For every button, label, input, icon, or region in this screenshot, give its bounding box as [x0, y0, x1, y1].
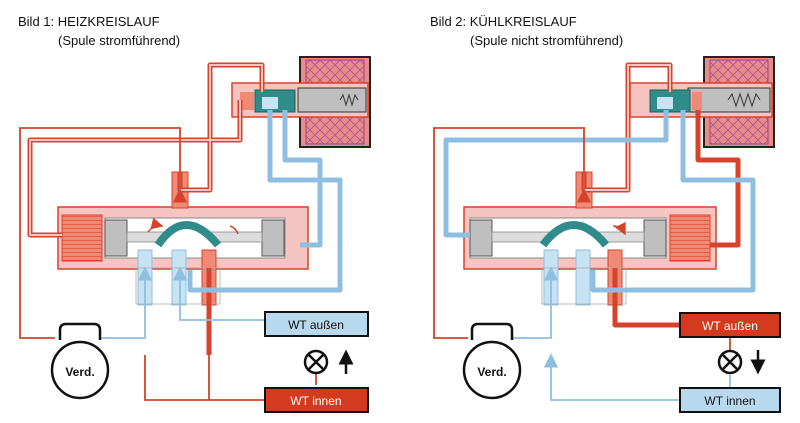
- heat-exchanger-indoor: WT innen: [679, 387, 781, 413]
- cooling-cycle-panel: Bild 2: KÜHLKREISLAUF (Spule nicht strom…: [408, 0, 800, 423]
- compressor-label: Verd.: [65, 365, 94, 379]
- refrigerant-lines: [433, 127, 731, 401]
- heat-exchanger-indoor: WT innen: [264, 387, 369, 413]
- heat-exchanger-indoor-label: WT innen: [704, 394, 755, 408]
- expansion-valve-icon: [717, 349, 743, 375]
- spring-icon: [339, 93, 359, 107]
- expansion-valve-icon: [303, 349, 329, 375]
- panel-title: Bild 1: HEIZKREISLAUF: [18, 14, 160, 29]
- panel-title: Bild 2: KÜHLKREISLAUF: [430, 14, 577, 29]
- heat-exchanger-outdoor-label: WT außen: [702, 319, 758, 333]
- cold-pipes: [187, 110, 343, 293]
- reversing-valve: [57, 206, 309, 270]
- compressor-label: Verd.: [477, 365, 506, 379]
- panel-subtitle: (Spule stromführend): [58, 33, 181, 48]
- pilot-valve: [629, 82, 773, 118]
- cold-pipes: [443, 110, 756, 293]
- panel-subtitle: (Spule nicht stromführend): [470, 33, 624, 48]
- solenoid-coil: [299, 56, 371, 148]
- heat-exchanger-indoor-label: WT innen: [290, 394, 341, 408]
- cooling-diagram: Verd. WT außen WT innen: [433, 56, 781, 413]
- pilot-valve: [231, 82, 369, 118]
- compressor: Verd.: [50, 322, 110, 400]
- heating-cycle-panel: Bild 1: HEIZKREISLAUF (Spule stromführen…: [18, 14, 371, 413]
- heating-diagram: Verd. WT außen WT innen: [19, 56, 371, 413]
- heat-exchanger-outdoor: WT außen: [679, 312, 781, 338]
- spring-icon: [727, 92, 761, 108]
- heat-exchanger-outdoor-label: WT außen: [288, 318, 344, 332]
- compressor: Verd.: [462, 322, 522, 400]
- heat-exchanger-outdoor: WT außen: [264, 311, 369, 337]
